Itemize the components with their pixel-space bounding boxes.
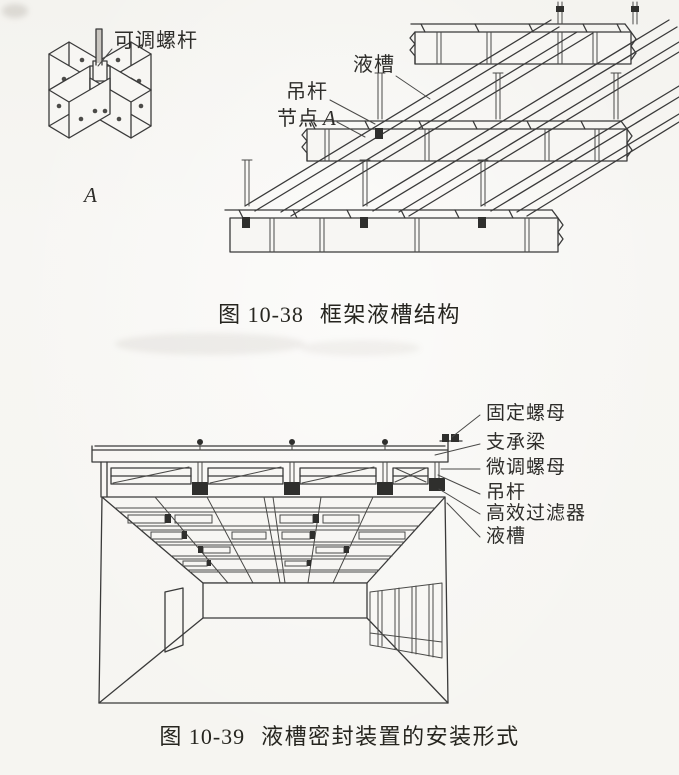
scan-smudge	[300, 340, 420, 356]
label-trough-1039: 液槽	[486, 526, 527, 547]
label-adjustable-rod: 可调螺杆	[114, 30, 198, 52]
figure-number-1039: 图 10-39	[159, 724, 246, 749]
figure-title-1038: 框架液槽结构	[319, 302, 461, 327]
label-fine-adjust-nut: 微调螺母	[486, 457, 567, 478]
label-hanger-1039: 吊杆	[486, 482, 527, 503]
room-drawing	[91, 414, 481, 704]
label-hanger-1038: 吊杆	[286, 81, 328, 103]
label-support-beam: 支承梁	[486, 432, 547, 453]
node-label-text: 节点	[277, 108, 319, 130]
figure-title-1039: 液槽密封装置的安装形式	[261, 724, 520, 749]
figure-caption-1039: 图 10-39 液槽密封装置的安装形式	[0, 719, 679, 751]
detail-marker-a: A	[84, 183, 97, 207]
figure-number-1038: 图 10-38	[218, 302, 304, 327]
frame-iso-drawing	[224, 1, 679, 253]
scan-smudge	[115, 333, 305, 355]
figure-caption-1038: 图 10-38 框架液槽结构	[0, 297, 679, 329]
label-hepa-filter: 高效过滤器	[486, 503, 587, 524]
label-fixing-nut: 固定螺母	[486, 403, 567, 424]
node-label-marker: A	[323, 106, 336, 130]
joint-detail-drawing	[48, 28, 152, 139]
label-trough-1038: 液槽	[353, 54, 395, 76]
